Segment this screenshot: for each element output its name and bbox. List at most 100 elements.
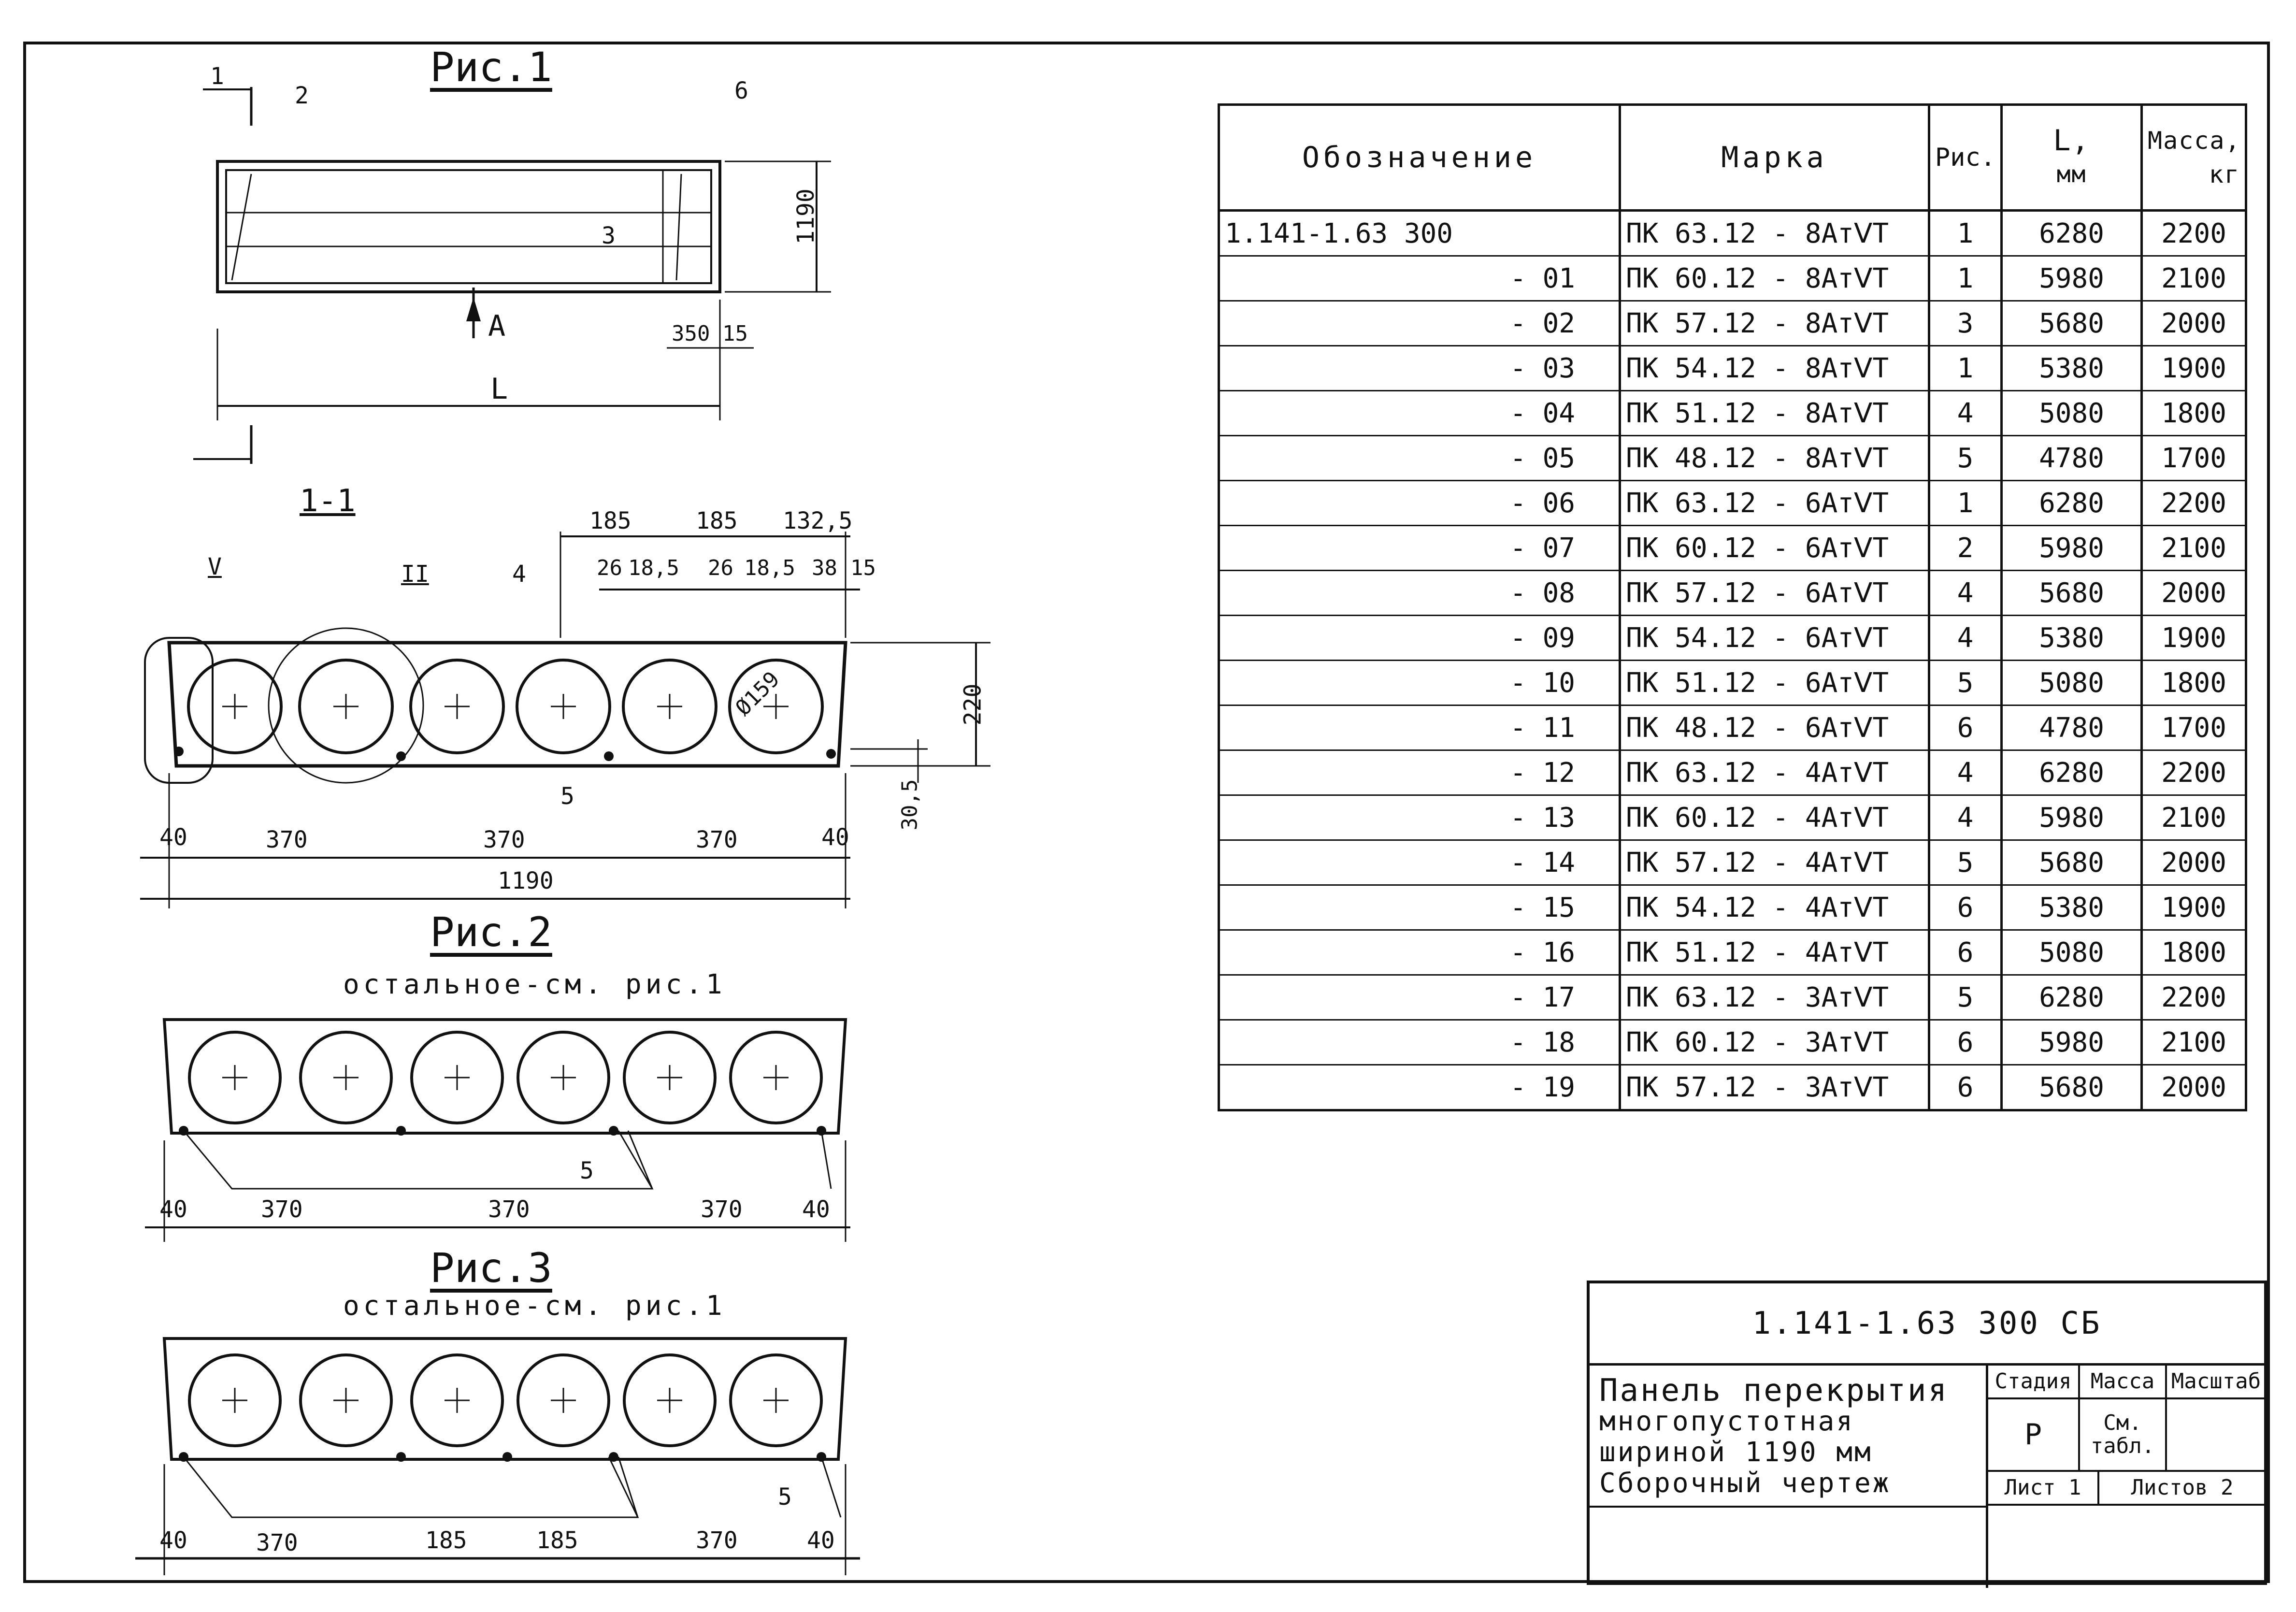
cell-fig: 4 xyxy=(1928,390,2003,436)
cell-fig: 5 xyxy=(1928,660,2003,706)
cell-mass: 2100 xyxy=(2140,795,2247,841)
section-dim-40-left: 40 xyxy=(159,824,187,851)
cell-mark: ПК 57.12 - 3АтⅤТ xyxy=(1619,1065,1930,1111)
cell-length: 5980 xyxy=(2000,795,2143,841)
cell-fig: 1 xyxy=(1928,256,2003,302)
cell-mass: 1700 xyxy=(2140,705,2247,751)
fig2-note: остальное-см. рис.1 xyxy=(343,969,726,1000)
cell-fig: 5 xyxy=(1928,975,2003,1021)
header-mass-label: Масса, xyxy=(2148,127,2241,155)
cell-length: 6280 xyxy=(2000,210,2143,257)
section-dim-total: 1190 xyxy=(498,867,554,894)
cell-length: 6280 xyxy=(2000,975,2143,1021)
callout-ii-circle xyxy=(268,627,424,784)
callout-v-frame xyxy=(144,637,214,784)
section-top2-dim-3: 26 xyxy=(708,556,733,580)
cell-mark: ПК 57.12 - 8АтⅤТ xyxy=(1619,301,1930,346)
cell-length: 6280 xyxy=(2000,750,2143,796)
fig1-panel-inner xyxy=(225,169,712,284)
table-header-row: Обозначение Марка Рис. L, мм Масса, кг xyxy=(1218,103,2247,212)
cell-mass: 1900 xyxy=(2140,615,2247,661)
cell-mass: 2200 xyxy=(2140,480,2247,526)
section-label: 1-1 xyxy=(300,483,356,519)
header-mass-unit: кг xyxy=(2209,160,2240,188)
section-top2-dim-1: 26 xyxy=(597,556,622,580)
specification-table: Обозначение Марка Рис. L, мм Масса, кг 1… xyxy=(1218,103,2247,1111)
callout-3: 3 xyxy=(602,222,616,249)
cell-length: 5080 xyxy=(2000,660,2143,706)
cell-designation: - 06 xyxy=(1218,480,1621,526)
document-name-line-3: шириной 1190 мм xyxy=(1599,1437,1873,1468)
title-block-name-divider xyxy=(1590,1506,1986,1508)
cell-designation: - 07 xyxy=(1218,525,1621,571)
cell-mark: ПК 48.12 - 6АтⅤТ xyxy=(1619,705,1930,751)
fig1-title: Рис.1 xyxy=(430,43,552,91)
cell-mark: ПК 63.12 - 4АтⅤТ xyxy=(1619,750,1930,796)
cell-fig: 4 xyxy=(1928,795,2003,841)
cell-mass: 1900 xyxy=(2140,885,2247,931)
cell-fig: 6 xyxy=(1928,1020,2003,1065)
section-dim-220: 220 xyxy=(959,683,987,726)
cell-designation: - 16 xyxy=(1218,930,1621,976)
header-fig: Рис. xyxy=(1928,103,2003,212)
document-name: Панель перекрытия многопустотная шириной… xyxy=(1599,1375,1986,1499)
cell-mark: ПК 51.12 - 8АтⅤТ xyxy=(1619,390,1930,436)
header-mark: Марка xyxy=(1619,103,1930,212)
section-top2-dim-2: 18,5 xyxy=(628,556,679,580)
callout-4: 4 xyxy=(512,561,526,588)
section-top-dim-1: 185 xyxy=(589,507,631,534)
cell-mass: 1700 xyxy=(2140,435,2247,481)
cell-designation: - 18 xyxy=(1218,1020,1621,1065)
fig2-dim-370-1: 370 xyxy=(261,1196,303,1223)
stage-value: Р xyxy=(1988,1399,2080,1472)
cell-designation: - 01 xyxy=(1218,256,1621,302)
cell-mark: ПК 51.12 - 4АтⅤТ xyxy=(1619,930,1930,976)
section-dim-40-right: 40 xyxy=(821,824,849,851)
header-designation: Обозначение xyxy=(1218,103,1621,212)
callout-ii: II xyxy=(401,561,429,588)
cell-mark: ПК 54.12 - 4АтⅤТ xyxy=(1619,885,1930,931)
cell-mark: ПК 51.12 - 6АтⅤТ xyxy=(1619,660,1930,706)
cell-fig: 6 xyxy=(1928,930,2003,976)
header-mass: Масса, кг xyxy=(2140,103,2247,212)
cell-designation: - 12 xyxy=(1218,750,1621,796)
cell-fig: 4 xyxy=(1928,615,2003,661)
fig2-title: Рис.2 xyxy=(430,908,552,956)
section-dim-370-1: 370 xyxy=(266,826,308,853)
mass-label: Масса xyxy=(2080,1366,2167,1399)
cell-designation: - 13 xyxy=(1218,795,1621,841)
cell-mark: ПК 63.12 - 6АтⅤТ xyxy=(1619,480,1930,526)
fig3-dim-370-2: 370 xyxy=(696,1527,738,1554)
cell-mass: 1800 xyxy=(2140,660,2247,706)
cell-mass: 2100 xyxy=(2140,525,2247,571)
title-block: 1.141-1.63 300 СБ Панель перекрытия мног… xyxy=(1587,1281,2267,1588)
cell-designation: - 11 xyxy=(1218,705,1621,751)
cell-length: 5380 xyxy=(2000,615,2143,661)
cell-mass: 2200 xyxy=(2140,750,2247,796)
mass-value: См. табл. xyxy=(2080,1399,2167,1472)
fig1-view-label: A xyxy=(488,309,506,343)
cell-mark: ПК 63.12 - 3АтⅤТ xyxy=(1619,975,1930,1021)
cell-fig: 1 xyxy=(1928,480,2003,526)
cell-designation: 1.141-1.63 300 xyxy=(1218,210,1621,257)
callout-1: 1 xyxy=(210,63,224,90)
cell-designation: - 09 xyxy=(1218,615,1621,661)
scale-value xyxy=(2167,1399,2267,1472)
fig3-dim-185-1: 185 xyxy=(425,1527,467,1554)
cell-length: 5680 xyxy=(2000,1065,2143,1111)
callout-v: V xyxy=(208,553,222,580)
drawing-frame xyxy=(23,42,2270,1583)
fig3-note: остальное-см. рис.1 xyxy=(343,1290,726,1322)
cell-length: 5680 xyxy=(2000,840,2143,886)
cell-designation: - 05 xyxy=(1218,435,1621,481)
cell-mass: 2200 xyxy=(2140,975,2247,1021)
